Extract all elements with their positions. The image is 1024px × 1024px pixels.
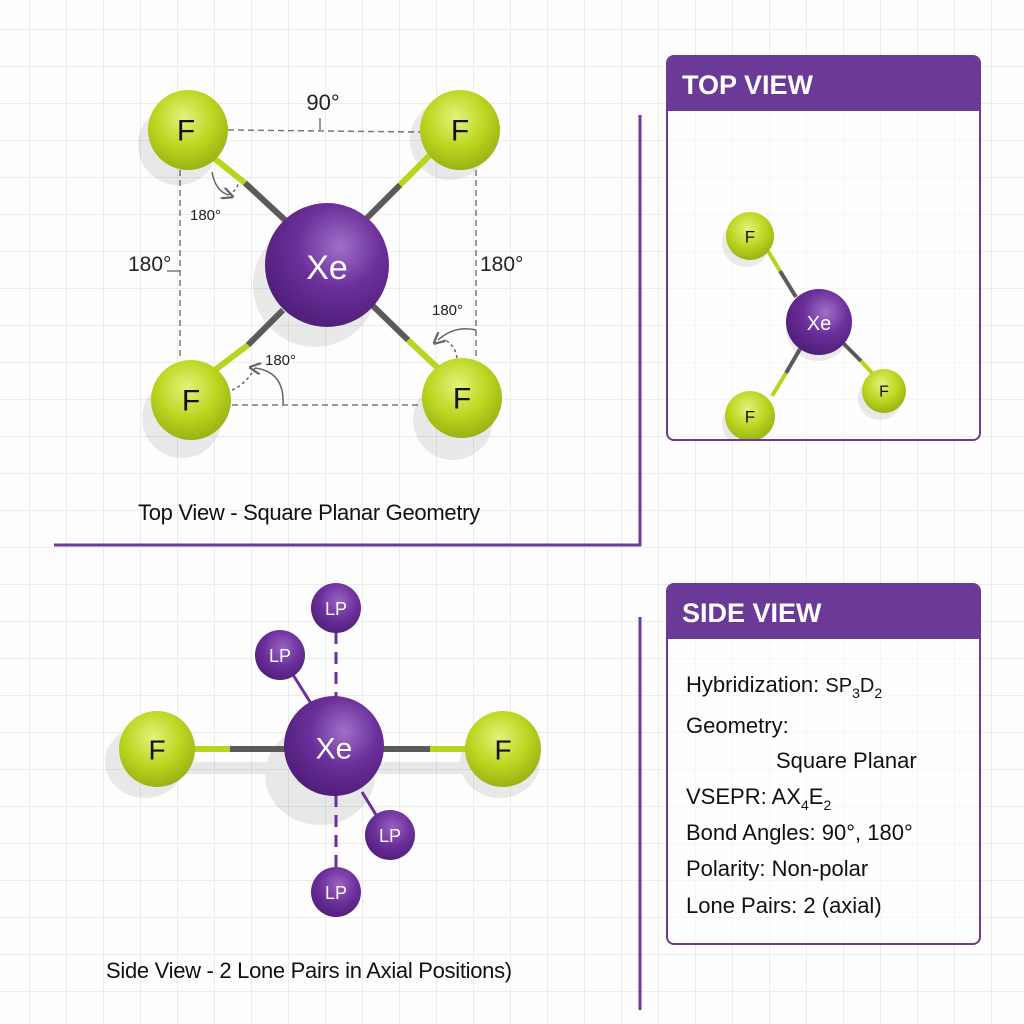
fluorine-atom [862,369,906,413]
fluorine-label: F [879,384,889,401]
geometry-label: Geometry: [686,713,789,738]
bond [213,342,250,373]
lone-pair [255,630,305,680]
angle-label-inner: 180° [265,352,296,369]
hybridization-row: Hybridization: SP3D2 [686,672,882,701]
geometry-dashed-outline [179,129,477,406]
top-view-panel-molecule: Xe F F F [722,212,906,439]
fluorine-atom [151,360,231,440]
top-view-panel-title: TOP VIEW [668,57,979,111]
xenon-atom [265,203,389,327]
lone-pairs: Lone Pairs: 2 (axial) [686,893,882,918]
fluorine-label: F [494,735,511,766]
side-view-panel-title: SIDE VIEW [668,585,979,639]
fluorine-atom [422,358,502,438]
fluorine-atom [726,212,774,260]
xenon-label: Xe [807,313,831,335]
bond [208,152,247,186]
top-view-panel: TOP VIEW Xe F F F [666,55,981,441]
lone-pair-label: LP [379,826,401,846]
side-view-panel: SIDE VIEW Hybridization: SP3D2 Geometry:… [666,583,981,945]
side-view-molecule: Xe F F LP LP LP LP [105,583,541,917]
fluorine-label: F [148,735,165,766]
fluorine-atom [465,711,541,787]
bond [405,337,443,373]
bond [397,152,433,188]
hybridization-label: Hybridization: [686,672,820,697]
fluorine-label: F [451,115,469,148]
angle-arc [211,171,228,195]
lone-pair-label: LP [325,599,347,619]
hybridization-value: SP3D2 [825,675,883,701]
angle-label-left: 180° [128,253,171,276]
xenon-label: Xe [306,249,348,287]
lone-pair [311,867,361,917]
top-view-caption: Top View - Square Planar Geometry [138,500,480,525]
xenon-atom [786,289,852,355]
fluorine-label: F [177,115,195,148]
fluorine-label: F [182,385,200,418]
vsepr-row: VSEPR: AX4E2 [686,784,831,813]
angle-label-inner: 180° [190,207,221,224]
bond-angles: Bond Angles: 90°, 180° [686,820,913,845]
lone-pair [365,810,415,860]
fluorine-label: F [453,383,471,416]
fluorine-label: F [745,228,755,247]
fluorine-atom [725,391,775,439]
side-view-caption: Side View - 2 Lone Pairs in Axial Positi… [106,958,512,983]
angle-arc [438,328,477,340]
xenon-atom [284,696,384,796]
lone-pair-label: LP [269,646,291,666]
lone-pair-label: LP [325,883,347,903]
vsepr-label: VSEPR: [686,784,767,809]
lone-pair [311,583,361,633]
xenon-label: Xe [316,733,353,766]
vsepr-value: AX4E2 [771,784,832,813]
fluorine-label: F [745,408,755,427]
angle-label-right: 180° [480,253,523,276]
angle-label-top: 90° [306,90,339,115]
angle-label-inner: 180° [432,302,463,319]
top-view-molecule: Xe F F F F 90° 180° 180° 180° 180° 180° [128,90,523,460]
polarity: Polarity: Non-polar [686,856,869,881]
angle-arc [255,368,284,406]
fluorine-atom [148,90,228,170]
fluorine-atom [420,90,500,170]
geometry-value: Square Planar [776,748,917,773]
fluorine-atom [119,711,195,787]
